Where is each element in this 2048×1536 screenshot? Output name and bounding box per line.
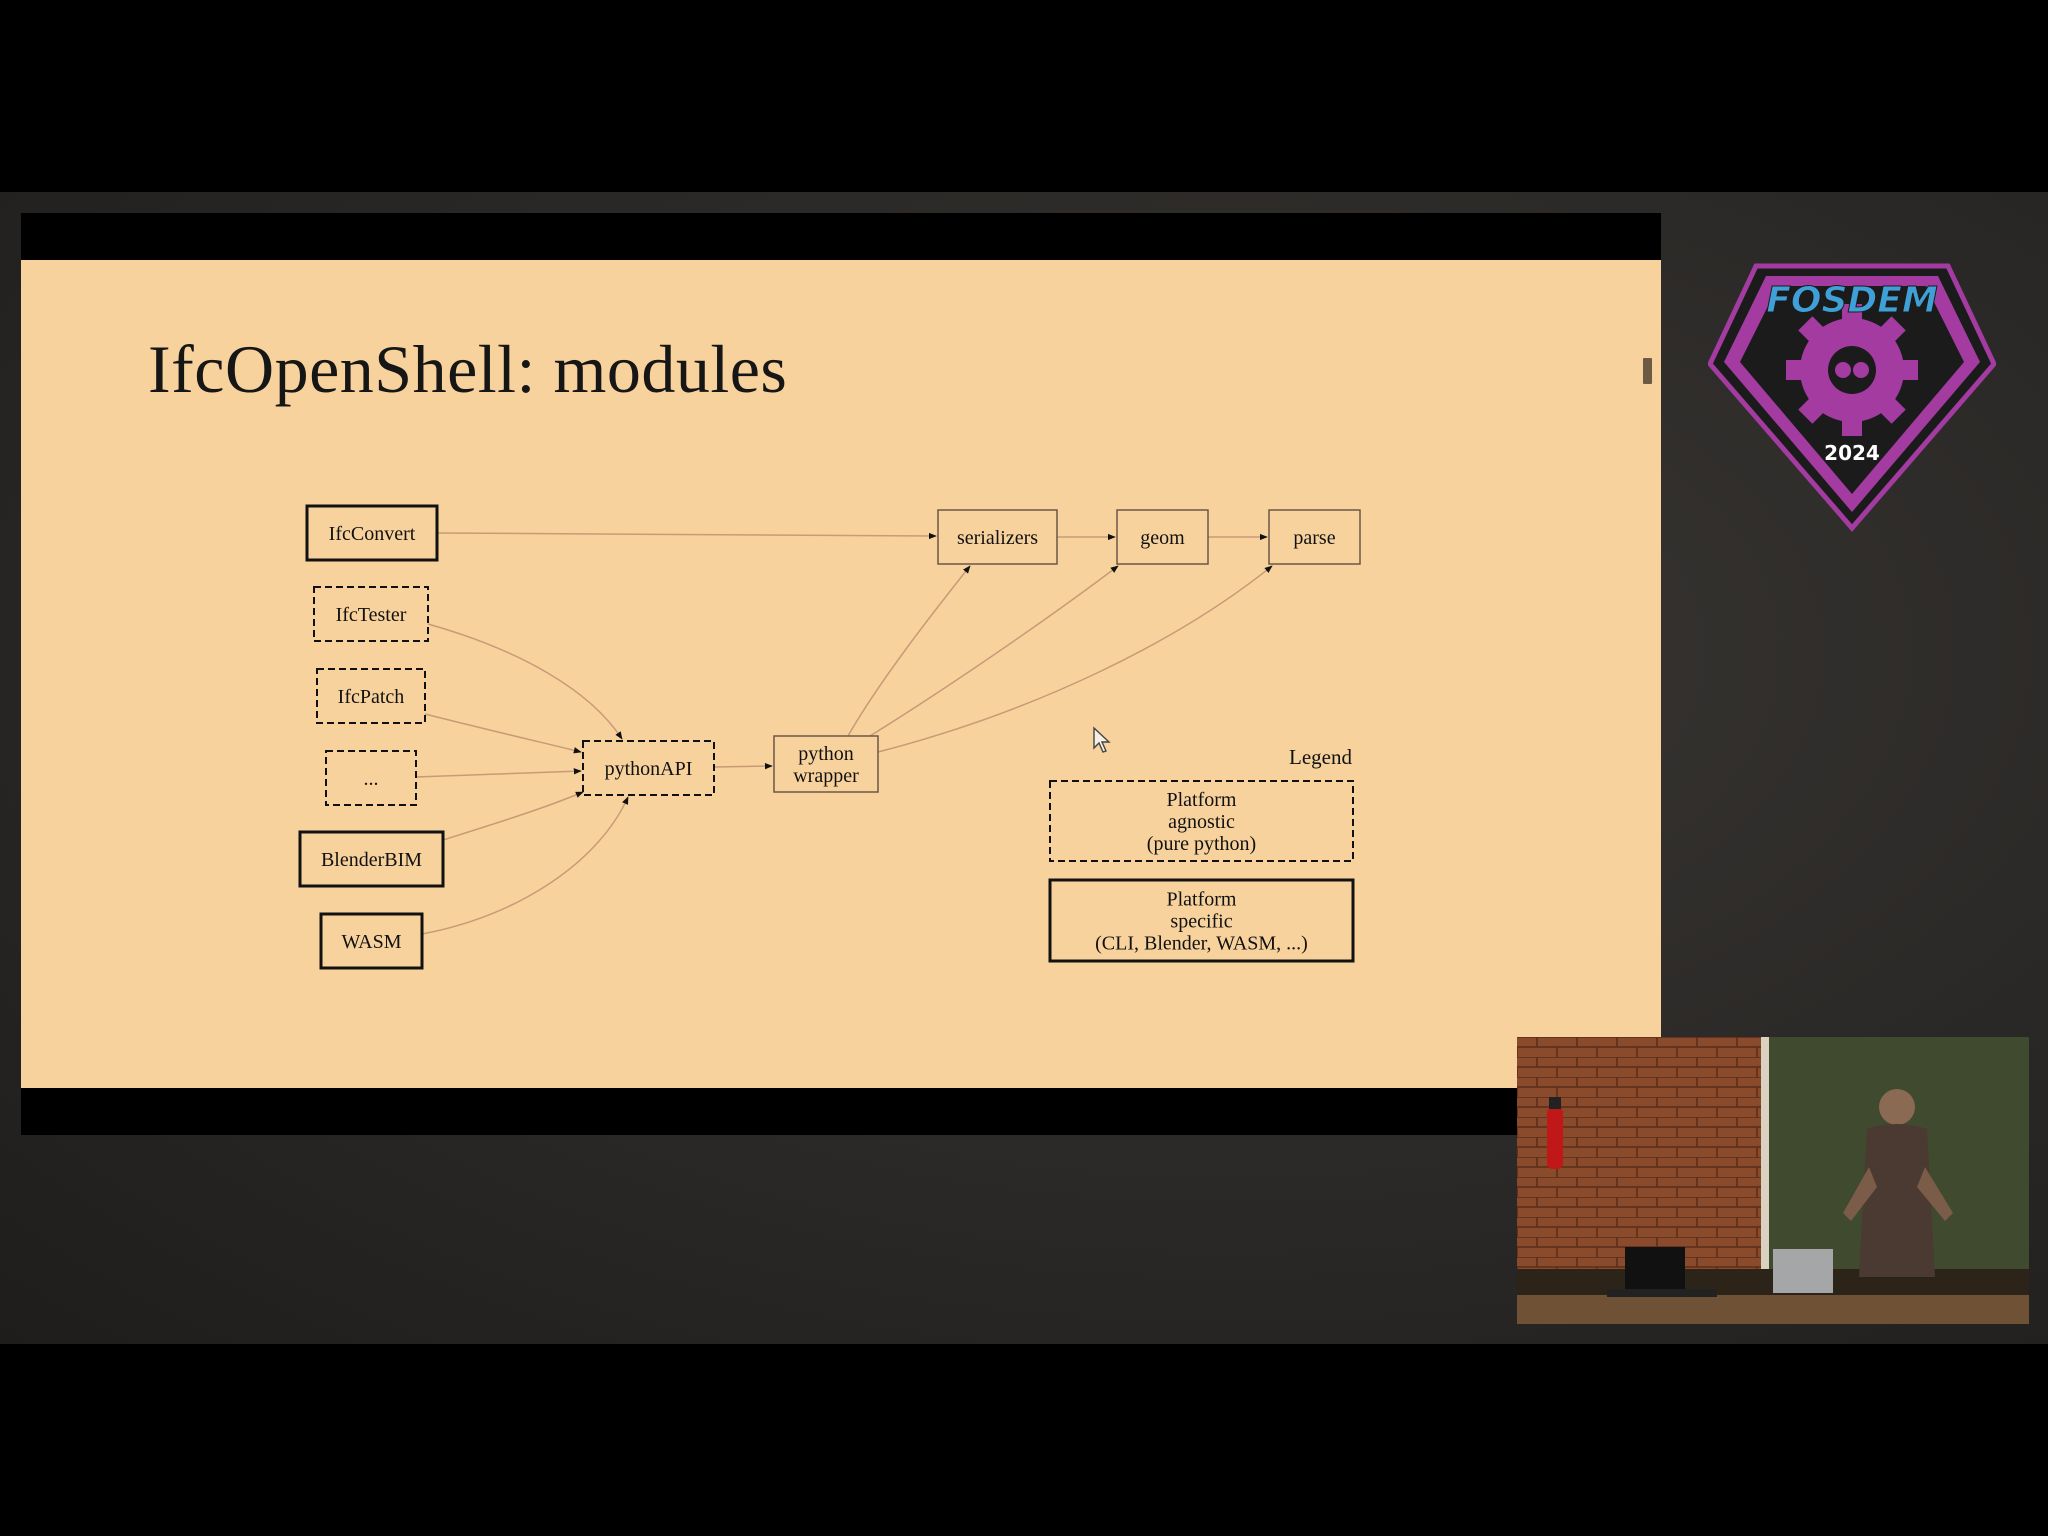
node-box — [582, 740, 715, 796]
node-serializers: serializers — [937, 509, 1058, 565]
node-pythonapi: pythonAPI — [582, 740, 715, 796]
legend-item-label: Platform — [1167, 789, 1237, 811]
legend-box — [1049, 780, 1354, 862]
slide-title: IfcOpenShell: modules — [148, 331, 788, 407]
node-ellipsis: ... — [325, 750, 417, 806]
legend-item-label: agnostic — [1168, 811, 1235, 833]
edge-ellipsis-to-pythonapi — [415, 768, 582, 778]
legend-item-label: (pure python) — [1147, 833, 1256, 855]
laptop-right — [1773, 1249, 1833, 1293]
node-geom: geom — [1116, 509, 1209, 565]
badge-year: 2024 — [1824, 441, 1880, 465]
edge-pythonwrapper-to-serializers — [847, 565, 971, 737]
edge-ifcconvert-to-serializers — [436, 532, 937, 540]
node-pythonwrapper-label: python — [798, 743, 854, 765]
speaker-video-inset — [1517, 1037, 2029, 1324]
node-geom-label: geom — [1140, 527, 1185, 549]
edge-pythonwrapper-to-parse — [877, 565, 1273, 753]
edge-blenderbim-to-pythonapi — [442, 791, 584, 841]
node-pythonwrapper-label: wrapper — [793, 765, 859, 787]
node-ifcconvert: IfcConvert — [305, 504, 439, 562]
node-box — [298, 830, 445, 888]
legend-item-label: Platform — [1167, 889, 1237, 911]
edge-pythonwrapper-to-geom — [869, 565, 1119, 737]
node-ifcpatch-label: IfcPatch — [338, 686, 405, 708]
node-box — [305, 504, 439, 562]
node-ifcconvert-label: IfcConvert — [329, 523, 416, 545]
node-ifctester-label: IfcTester — [336, 604, 407, 626]
slide-scrollbar-thumb[interactable] — [1643, 358, 1652, 384]
badge-wordmark: FOSDEM — [1766, 280, 1938, 321]
legend-title: Legend — [1289, 745, 1352, 769]
node-ifcpatch: IfcPatch — [316, 668, 426, 724]
node-box — [325, 750, 417, 806]
node-blenderbim: BlenderBIM — [298, 830, 445, 888]
edge-ifctester-to-pythonapi — [427, 623, 623, 740]
node-box — [1268, 509, 1361, 565]
node-box — [773, 735, 879, 793]
fire-extinguisher — [1547, 1107, 1563, 1169]
node-parse-label: parse — [1293, 527, 1335, 549]
node-box — [316, 668, 426, 724]
node-box — [937, 509, 1058, 565]
mouse-cursor-icon — [1093, 726, 1111, 753]
edge-ifcpatch-to-pythonapi — [424, 713, 582, 754]
node-serializers-label: serializers — [957, 527, 1038, 549]
node-pythonapi-label: pythonAPI — [605, 758, 693, 780]
node-box — [313, 586, 429, 642]
edge-layer — [415, 532, 1273, 935]
node-wasm-label: WASM — [341, 931, 401, 953]
edge-wasm-to-pythonapi — [421, 796, 629, 935]
node-parse: parse — [1268, 509, 1361, 565]
laptop-left — [1625, 1247, 1685, 1291]
node-ifctester: IfcTester — [313, 586, 429, 642]
legend-item-label: (CLI, Blender, WASM, ...) — [1095, 933, 1308, 955]
legend-item-label: specific — [1170, 911, 1232, 933]
node-ellipsis-label: ... — [364, 768, 379, 790]
gear-icon — [1786, 304, 1918, 436]
node-wasm: WASM — [319, 912, 424, 970]
legend-box — [1048, 878, 1355, 963]
fosdem-logo-badge: FOSDEM 2024 — [1708, 263, 1996, 532]
slide — [21, 260, 1661, 1088]
edge-pythonapi-to-pythonwrapper — [713, 762, 773, 770]
node-box — [1116, 509, 1209, 565]
node-box — [319, 912, 424, 970]
node-blenderbim-label: BlenderBIM — [321, 849, 422, 871]
